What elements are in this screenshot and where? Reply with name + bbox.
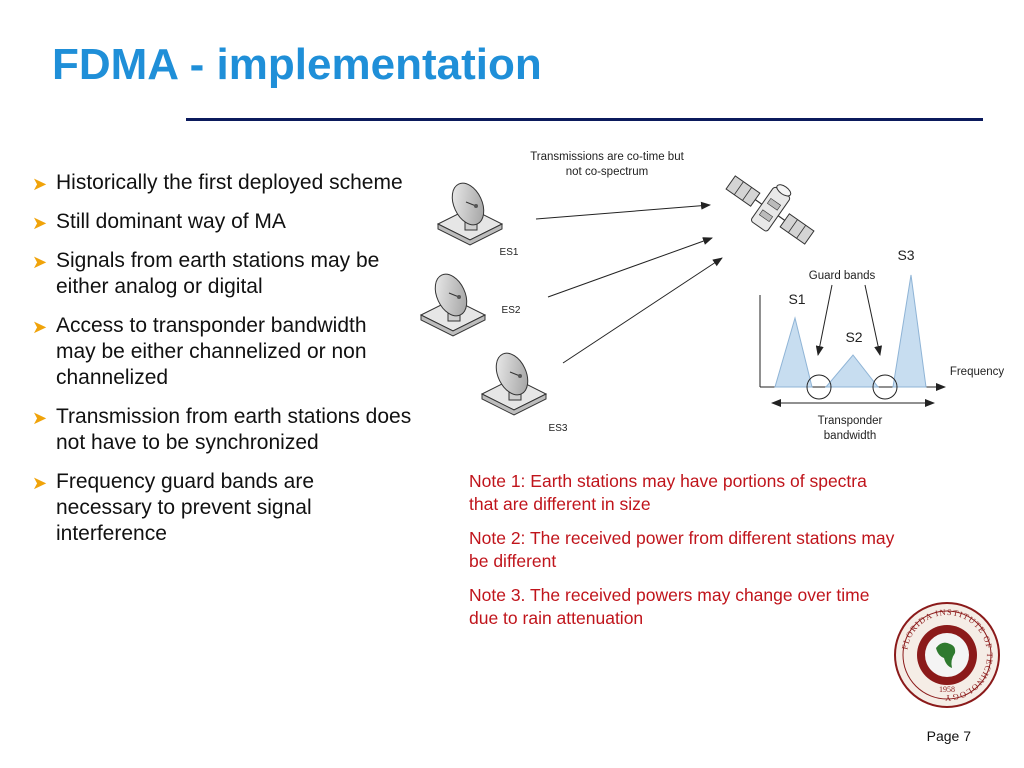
signal-label-s3: S3 (897, 247, 914, 263)
guard-band-pointer (864, 284, 883, 356)
note-text: Note 1: Earth stations may have portions… (469, 471, 867, 514)
station-label-es2: ES2 (502, 305, 521, 316)
bullet-item: ➤ Still dominant way of MA (32, 209, 412, 235)
page-number: Page 7 (926, 728, 971, 744)
guard-band-pointer (815, 284, 833, 356)
bullet-text: Transmission from earth stations does no… (56, 405, 412, 454)
bandwidth-label-line2: bandwidth (824, 430, 876, 442)
earth-station-icon (436, 182, 504, 246)
note-text: Note 3. The received powers may change o… (469, 585, 870, 628)
uplink-arrow (547, 237, 713, 298)
bandwidth-label-line1: Transponder (818, 415, 883, 427)
arrow-right-icon: ➤ (32, 174, 48, 194)
arrow-right-icon: ➤ (32, 252, 48, 272)
signal-s2-spectrum (824, 354, 880, 388)
bullet-text: Frequency guard bands are necessary to p… (56, 470, 314, 545)
seal-year: 1958 (939, 685, 955, 694)
note-text: Note 2: The received power from differen… (469, 528, 895, 571)
bullet-item: ➤ Frequency guard bands are necessary to … (32, 469, 412, 547)
signal-label-s2: S2 (845, 329, 862, 345)
arrow-right-icon: ➤ (32, 473, 48, 493)
uplink-arrow (562, 257, 723, 364)
slide-title: FDMA - implementation (52, 40, 542, 89)
station-label-es1: ES1 (500, 247, 519, 258)
fdma-diagram: Transmissions are co-time but not co-spe… (419, 151, 1005, 442)
earth-station-icon (480, 352, 548, 416)
bullet-item: ➤ Transmission from earth stations does n… (32, 404, 412, 456)
earth-station-icon (419, 273, 487, 337)
diagram-caption-line2: not co-spectrum (566, 166, 648, 178)
bullet-text: Signals from earth stations may be eithe… (56, 249, 380, 298)
uplink-arrow (535, 201, 711, 220)
bullet-text: Historically the first deployed scheme (56, 171, 403, 194)
title-underline (186, 118, 983, 121)
arrow-right-icon: ➤ (32, 317, 48, 337)
station-label-es3: ES3 (549, 423, 568, 434)
bullet-item: ➤ Historically the first deployed scheme (32, 170, 412, 196)
bullet-item: ➤ Signals from earth stations may be eith… (32, 248, 412, 300)
guard-bands-label: Guard bands (809, 270, 876, 282)
bullet-item: ➤ Access to transponder bandwidth may be … (32, 313, 412, 391)
signal-s1-spectrum (774, 316, 813, 388)
notes-block: Note 1: Earth stations may have portions… (469, 470, 899, 641)
frequency-axis-label: Frequency (950, 366, 1005, 378)
bullet-list: ➤Historically the first deployed scheme … (32, 170, 412, 560)
arrow-right-icon: ➤ (32, 213, 48, 233)
signal-label-s1: S1 (788, 291, 805, 307)
signal-s3-spectrum (892, 274, 927, 388)
university-seal-icon: FLORIDA INSTITUTE OF TECHNOLOGY 1958 (894, 602, 1000, 708)
bullet-text: Access to transponder bandwidth may be e… (56, 314, 367, 389)
diagram-caption-line1: Transmissions are co-time but (530, 151, 684, 163)
arrow-right-icon: ➤ (32, 408, 48, 428)
bullet-text: Still dominant way of MA (56, 210, 286, 233)
satellite-icon (725, 175, 815, 245)
